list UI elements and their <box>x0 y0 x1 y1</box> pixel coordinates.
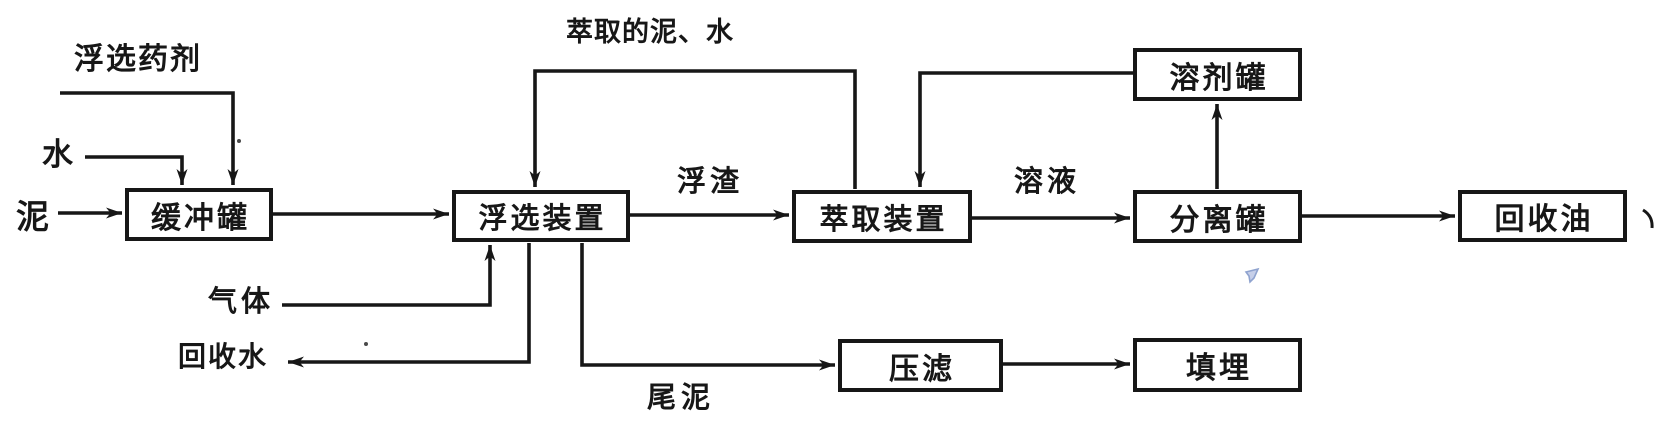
stream-label-tail-mud: 尾泥 <box>647 382 716 414</box>
node-separation-tank: 分离罐 <box>1133 190 1302 243</box>
node-extraction-unit: 萃取装置 <box>792 190 972 243</box>
node-label-recovered-oil: 回收油 <box>1494 203 1594 236</box>
stream-label-water: 水 <box>42 137 73 172</box>
flow-edge-gas-feed <box>282 245 496 307</box>
stream-label-solution: 溶液 <box>1014 166 1081 198</box>
stream-label-recovered-water: 回收水 <box>178 341 269 372</box>
scan-speck <box>237 139 241 143</box>
flow-edge-solvent-to-extraction <box>914 71 1133 187</box>
edge-tick-artifact <box>1642 208 1654 229</box>
node-solvent-tank: 溶剂罐 <box>1133 48 1302 101</box>
node-label-buffer-tank: 缓冲罐 <box>151 201 250 235</box>
stream-label-mud: 泥 <box>16 198 49 235</box>
node-label-extraction-unit: 萃取装置 <box>819 203 948 236</box>
node-label-landfill: 填埋 <box>1186 352 1252 385</box>
node-label-separation-tank: 分离罐 <box>1169 203 1269 237</box>
flow-edge-flotation-agent-feed <box>60 91 239 185</box>
flow-edge-water-feed <box>85 155 188 185</box>
stream-label-extracted-mud-water: 萃取的泥、水 <box>566 17 734 47</box>
node-recovered-oil: 回收油 <box>1458 190 1627 242</box>
node-label-filter-press: 压滤 <box>889 352 955 386</box>
node-buffer-tank: 缓冲罐 <box>125 188 273 241</box>
flow-edge-tail-mud-out <box>580 243 835 371</box>
blue-scan-artifact <box>1244 267 1260 284</box>
stream-label-gas: 气体 <box>208 286 275 318</box>
flow-edge-recovered-water-out <box>288 243 531 368</box>
scan-speck <box>364 342 368 346</box>
node-label-solvent-tank: 溶剂罐 <box>1169 61 1269 95</box>
stream-label-flotation-agent: 浮选药剂 <box>74 43 202 76</box>
node-landfill: 填埋 <box>1133 338 1302 392</box>
node-filter-press: 压滤 <box>838 339 1003 392</box>
node-flotation-unit: 浮选装置 <box>452 190 630 242</box>
stream-label-scum: 浮渣 <box>677 166 744 198</box>
flow-edge-extracted-recycle <box>529 69 857 189</box>
node-label-flotation-unit: 浮选装置 <box>478 203 607 235</box>
